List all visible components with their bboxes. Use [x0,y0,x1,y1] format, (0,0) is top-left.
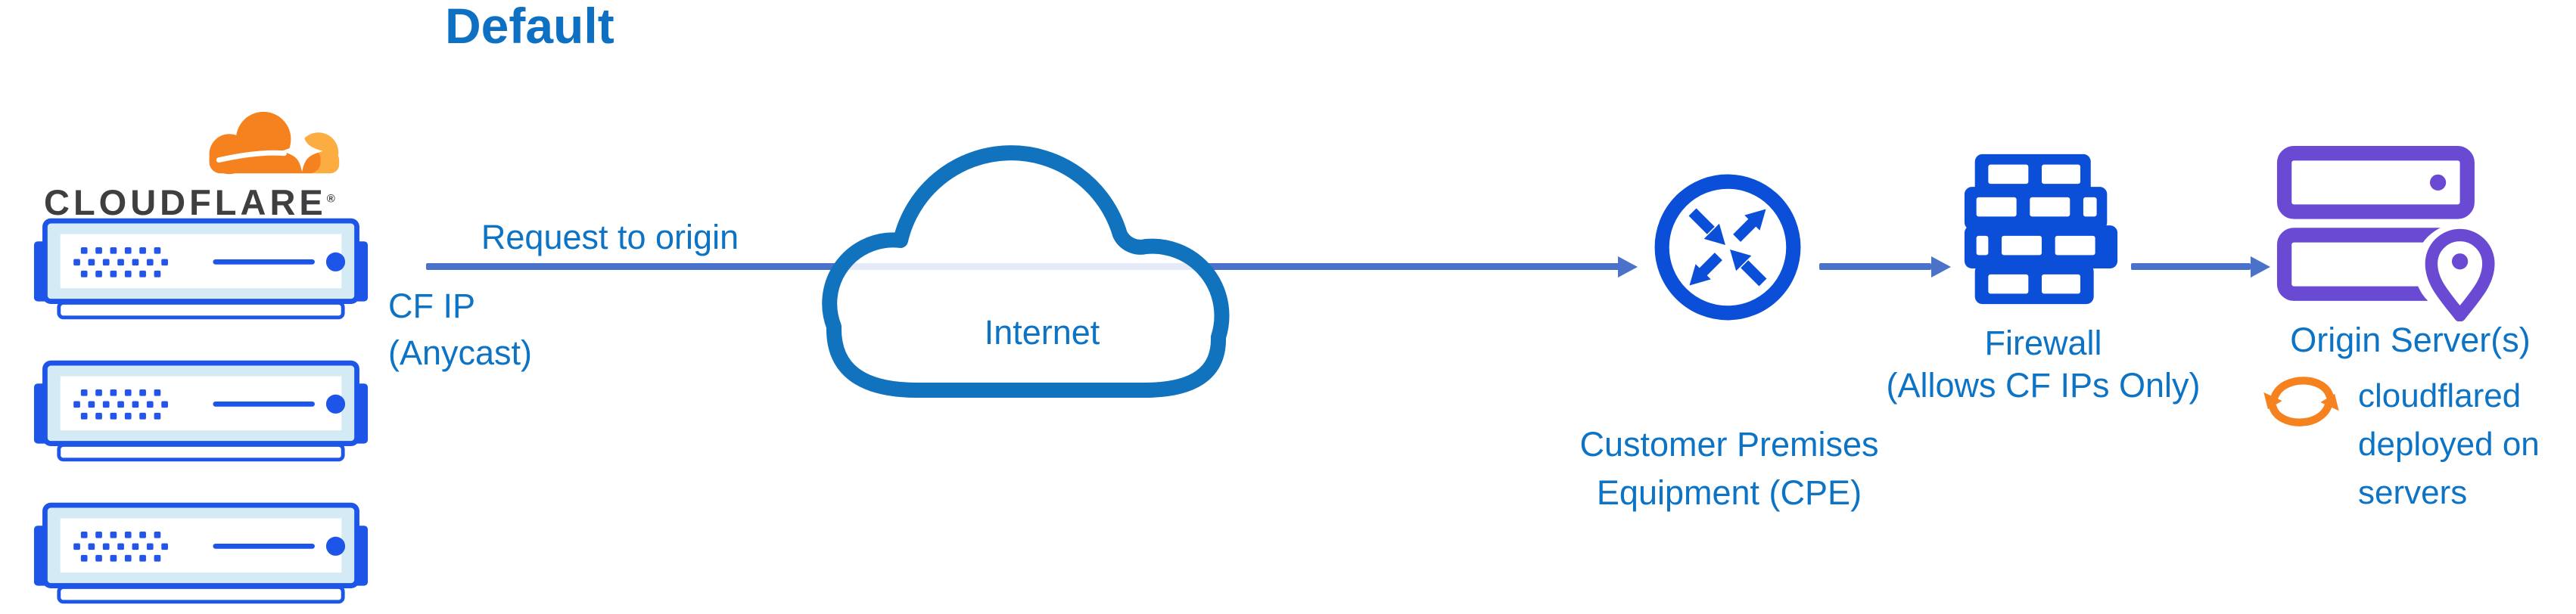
firewall-label: Firewall (Allows CF IPs Only) [1877,322,2210,407]
request-arrowhead [1618,256,1638,278]
cpe-to-firewall-arrowhead [1931,256,1951,278]
cloudflare-cloud-icon [191,106,347,185]
request-to-origin-label: Request to origin [481,218,739,256]
origin-server-stack-icon [2275,146,2506,325]
cf-ip-line: CF IP [388,287,476,325]
cpe-label-line1: Customer Premises [1579,425,1879,464]
internet-cloud-icon [819,121,1282,406]
cpe-to-firewall-arrow-line [1819,263,1931,270]
cloudflared-note-line3: servers [2358,474,2468,511]
firewall-to-origin-arrow-line [2131,263,2251,270]
firewall-brick-icon [1963,153,2120,311]
firewall-label-line2: (Allows CF IPs Only) [1886,366,2201,405]
registered-mark: ® [326,192,339,206]
firewall-to-origin-arrowhead [2251,256,2270,278]
cloudflare-server-icon [33,502,369,609]
cpe-label: Customer Premises Equipment (CPE) [1566,420,1892,517]
cloudflare-wordmark: CLOUDFLARE® [44,181,339,223]
cpe-label-line2: Equipment (CPE) [1596,473,1862,512]
cpe-router-icon [1651,171,1804,327]
cloudflared-note-line2: deployed on [2358,426,2540,463]
cf-ip-anycast-label: CF IP (Anycast) [388,283,532,377]
firewall-label-line1: Firewall [1984,324,2102,362]
cloudflared-note-line1: cloudflared [2358,377,2522,414]
anycast-line: (Anycast) [388,333,533,372]
cloudflare-server-icon [33,360,369,467]
origin-server-label: Origin Server(s) [2290,321,2531,359]
cloudflared-note: cloudflared deployed on servers [2358,372,2540,517]
internet-label: Internet [984,313,1100,352]
cloudflare-server-icon [33,218,369,324]
sync-arrows-icon [2258,367,2344,439]
cloudflare-wordmark-text: CLOUDFLARE [44,182,327,222]
page-title: Default [445,0,614,54]
